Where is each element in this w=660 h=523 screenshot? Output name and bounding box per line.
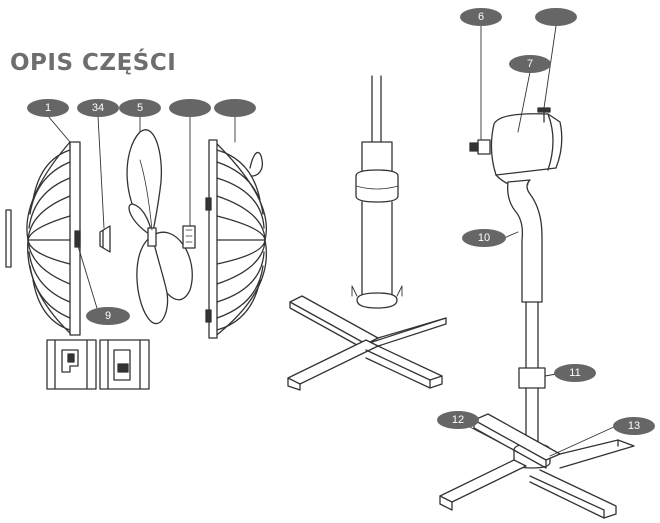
- left-leaders: [47, 115, 236, 319]
- callout-34-label: 34: [92, 102, 104, 114]
- callout-5-badge: [119, 99, 161, 117]
- callout-nut-badge: [169, 99, 211, 117]
- callout-6-label: 6: [478, 11, 484, 23]
- callout-11-badge: [554, 364, 596, 382]
- callout-5-label: 5: [137, 102, 143, 114]
- motor-housing: [469, 107, 563, 187]
- spinner-cap: [99, 225, 111, 253]
- callout-9-badge: [86, 307, 130, 325]
- callout-blank-top-badge: [535, 8, 577, 26]
- callout-11-label: 11: [569, 367, 580, 379]
- cross-base-middle: [287, 295, 447, 391]
- callout-10-badge: [462, 229, 506, 247]
- callout-1-label: 1: [45, 102, 51, 114]
- callout-badges: 1 34 5 9 6 7 10 11 12 13: [27, 8, 655, 435]
- callout-7-label: 7: [527, 58, 533, 70]
- callout-13-badge: [613, 417, 655, 435]
- callout-34-badge: [77, 99, 119, 117]
- stand-pole-middle: [351, 75, 403, 309]
- page-title: OPIS CZĘŚCI: [10, 50, 177, 76]
- cross-base-right: [439, 413, 635, 519]
- clip-detail-left: [46, 339, 97, 390]
- blade-nut: [182, 225, 196, 249]
- callout-9-label: 9: [105, 310, 111, 322]
- callout-6-badge: [460, 8, 502, 26]
- callout-10-label: 10: [478, 232, 490, 244]
- fan-blade: [126, 129, 193, 325]
- callout-13-label: 13: [628, 420, 640, 432]
- side-rod: [5, 209, 12, 268]
- callout-1-badge: [27, 99, 69, 117]
- callout-7-badge: [509, 55, 551, 73]
- clip-detail-right: [99, 339, 150, 390]
- front-grille: [205, 139, 267, 339]
- callout-12-badge: [437, 411, 479, 429]
- callout-front-grille-badge: [214, 99, 256, 117]
- callout-12-label: 12: [452, 414, 464, 426]
- rear-grille: [26, 141, 81, 336]
- right-leaders: [467, 25, 617, 457]
- curved-neck: [507, 179, 543, 303]
